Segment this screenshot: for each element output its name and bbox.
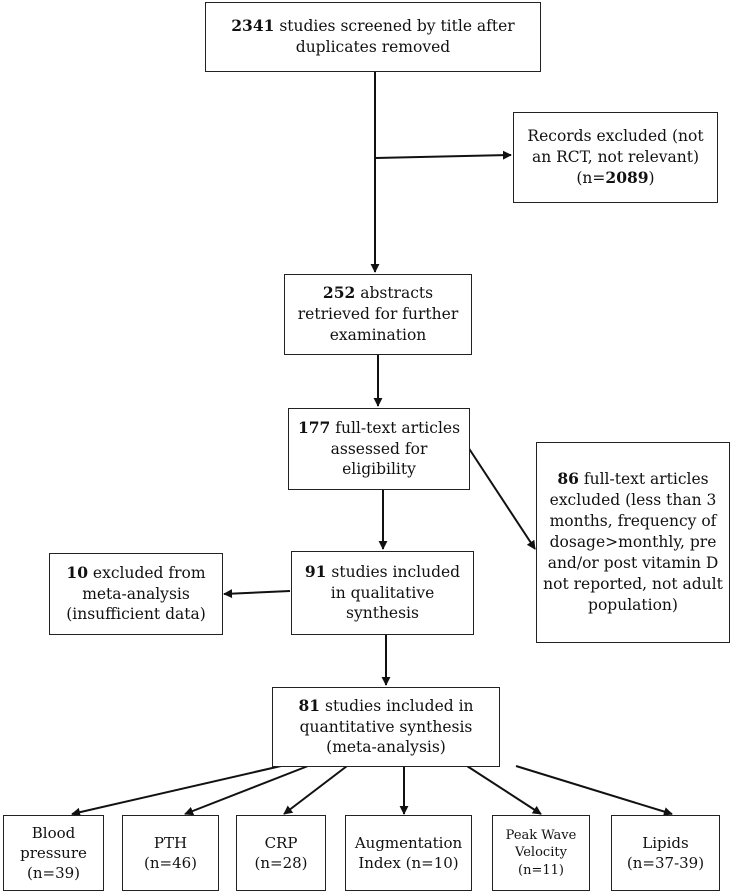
outcome-peak-wave-velocity-line3: (n=11): [518, 862, 564, 878]
fulltext-count: 177: [297, 417, 331, 437]
screened-text: studies screened by title after: [279, 17, 515, 36]
fulltext-box: 177 full-text articles assessed for elig…: [288, 408, 470, 490]
outcome-peak-wave-velocity-line2: Velocity: [515, 845, 567, 861]
outcome-lipids-line2: (n=37-39): [626, 854, 705, 872]
qualitative-box: 91 studies included in qualitative synth…: [291, 551, 474, 635]
meta-excluded-line3: (insufficient data): [66, 605, 206, 624]
outcome-augmentation-index-line2: Index (n=10): [358, 854, 459, 872]
fulltext-excluded-count: 86: [557, 469, 579, 489]
screened-count: 2341: [231, 16, 275, 36]
screened-text-line2: duplicates removed: [295, 38, 451, 56]
abstracts-count: 252: [322, 283, 356, 303]
arrow-to-crp: [283, 765, 348, 815]
meta-excluded-box: 10 excluded from meta-analysis (insuffic…: [49, 553, 223, 635]
meta-excluded-count: 10: [66, 562, 88, 582]
records-excluded-line2: an RCT, not relevant): [531, 148, 700, 167]
arrow-to-meta-excluded: [223, 589, 291, 599]
outcome-blood-pressure-line2: pressure: [20, 843, 87, 862]
qualitative-line2: in qualitative: [330, 583, 435, 602]
records-excluded-post: ): [648, 168, 655, 187]
fulltext-excluded-line3: months, frequency of: [549, 512, 717, 531]
outcome-crp-line2: (n=28): [254, 854, 308, 872]
outcome-augmentation-index-line1: Augmentation: [354, 833, 463, 852]
quantitative-line3: (meta-analysis): [326, 738, 446, 757]
arrow-to-blood-pressure: [71, 765, 282, 817]
records-excluded-line1: Records excluded (not: [527, 127, 704, 146]
quantitative-line2: quantitative synthesis: [299, 717, 473, 736]
outcome-pth-box: PTH (n=46): [122, 815, 219, 891]
records-excluded-count: 2089: [605, 167, 649, 187]
outcome-crp-box: CRP (n=28): [236, 815, 326, 891]
outcome-augmentation-index-box: Augmentation Index (n=10): [345, 815, 472, 891]
outcome-blood-pressure-box: Blood pressure (n=39): [3, 815, 104, 891]
outcome-pth-line1: PTH: [153, 833, 188, 852]
arrow-to-pth: [184, 765, 309, 816]
fulltext-excluded-line5: and/or post vitamin D: [547, 553, 719, 572]
meta-excluded-line2: meta-analysis: [82, 584, 190, 603]
fulltext-excluded-line4: dosage>monthly, pre: [549, 533, 717, 552]
screened-box: 2341 studies screened by title after dup…: [205, 2, 541, 72]
abstracts-line3: examination: [329, 325, 427, 344]
records-excluded-pre: (n=: [576, 168, 606, 187]
fulltext-line2: assessed for: [330, 439, 428, 458]
arrow-to-peak-wave-velocity: [466, 765, 542, 815]
qualitative-text: studies included: [331, 562, 461, 581]
arrow-to-lipids: [515, 765, 673, 816]
outcome-crp-line1: CRP: [264, 833, 298, 852]
outcome-peak-wave-velocity-line1: Peak Wave: [505, 827, 577, 843]
outcome-lipids-box: Lipids (n=37-39): [611, 815, 720, 891]
outcome-peak-wave-velocity-box: Peak Wave Velocity (n=11): [492, 815, 590, 891]
fulltext-excluded-line7: population): [588, 595, 678, 614]
arrow-to-fulltext-excluded: [467, 446, 536, 550]
abstracts-text: abstracts: [360, 284, 434, 303]
abstracts-line2: retrieved for further: [297, 305, 459, 324]
meta-excluded-text: excluded from: [92, 563, 206, 582]
fulltext-text: full-text articles: [335, 418, 461, 437]
fulltext-excluded-line6: not reported, not adult: [543, 574, 723, 593]
quantitative-box: 81 studies included in quantitative synt…: [272, 687, 500, 767]
records-excluded-box: Records excluded (not an RCT, not releva…: [513, 112, 718, 203]
outcome-pth-line2: (n=46): [143, 854, 198, 872]
outcome-blood-pressure-line3: (n=39): [26, 864, 81, 883]
fulltext-line3: eligibility: [342, 460, 416, 479]
fulltext-excluded-line2: excluded (less than 3: [549, 491, 717, 510]
qualitative-count: 91: [304, 561, 327, 581]
fulltext-excluded-box: 86 full-text articles excluded (less tha…: [536, 442, 730, 643]
outcome-blood-pressure-line1: Blood: [31, 823, 76, 842]
outcome-lipids-line1: Lipids: [642, 833, 689, 852]
arrow-to-records-excluded: [374, 150, 512, 160]
abstracts-box: 252 abstracts retrieved for further exam…: [284, 274, 472, 355]
quantitative-count: 81: [298, 695, 321, 715]
quantitative-text: studies included in: [324, 696, 474, 715]
qualitative-line3: synthesis: [346, 604, 419, 623]
fulltext-excluded-text: full-text articles: [583, 470, 709, 489]
